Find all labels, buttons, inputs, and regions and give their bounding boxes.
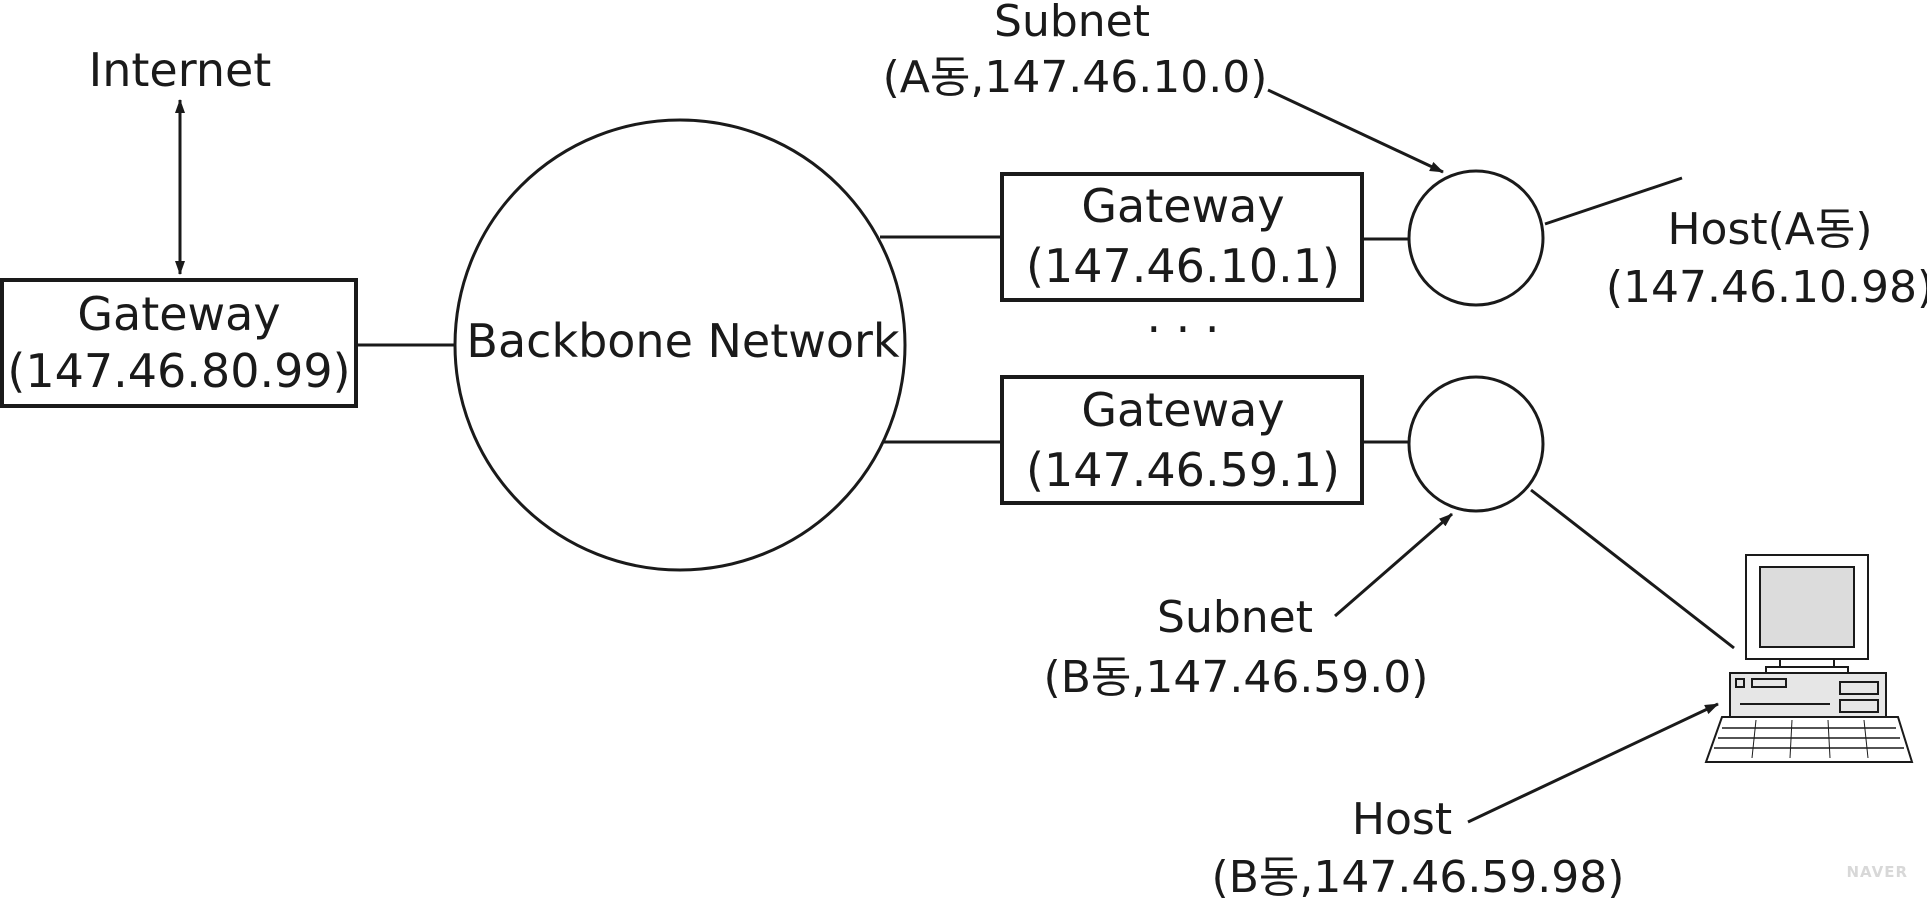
subnet-a-detail: (A동,147.46.10.0) bbox=[883, 52, 1268, 103]
host-b-detail: (B동,147.46.59.98) bbox=[1212, 852, 1625, 898]
host-a-title: Host(A동) bbox=[1667, 204, 1872, 255]
desktop-computer-icon bbox=[1704, 554, 1914, 763]
subnet-a-pointer-arrow bbox=[1267, 88, 1444, 174]
gateway-a-box bbox=[1000, 172, 1364, 302]
backbone-network-circle bbox=[453, 118, 907, 572]
main-gateway-title: Gateway bbox=[77, 287, 280, 341]
subnet-b-detail: (B동,147.46.59.0) bbox=[1044, 652, 1429, 703]
gateway-a-address: (147.46.10.1) bbox=[1026, 239, 1340, 293]
subnet-b-title: Subnet bbox=[1157, 592, 1313, 643]
subnet-a-node bbox=[1407, 169, 1545, 307]
subnet-b-host-link bbox=[1530, 488, 1735, 650]
gateway-b-address: (147.46.59.1) bbox=[1026, 443, 1340, 497]
host-b-pointer-arrow bbox=[1467, 702, 1719, 824]
subnet-b-pointer-arrow bbox=[1334, 512, 1453, 618]
gateway-b-box bbox=[1000, 375, 1364, 505]
host-b-title: Host bbox=[1352, 794, 1452, 845]
main-gateway-address: (147.46.80.99) bbox=[7, 344, 350, 398]
subnet-a-host-link bbox=[1544, 176, 1683, 226]
host-a-address: (147.46.10.98) bbox=[1606, 262, 1927, 313]
backbone-network-label: Backbone Network bbox=[466, 314, 900, 368]
gateway-b-title: Gateway bbox=[1081, 383, 1284, 437]
watermark-logo: NAVER bbox=[1846, 863, 1908, 881]
ellipsis: · · · bbox=[1146, 302, 1219, 356]
subnet-b-node bbox=[1407, 375, 1545, 513]
internet-label: Internet bbox=[89, 43, 272, 97]
main-gateway-box bbox=[0, 278, 358, 408]
subnet-a-title: Subnet bbox=[994, 0, 1150, 47]
gateway-a-title: Gateway bbox=[1081, 179, 1284, 233]
